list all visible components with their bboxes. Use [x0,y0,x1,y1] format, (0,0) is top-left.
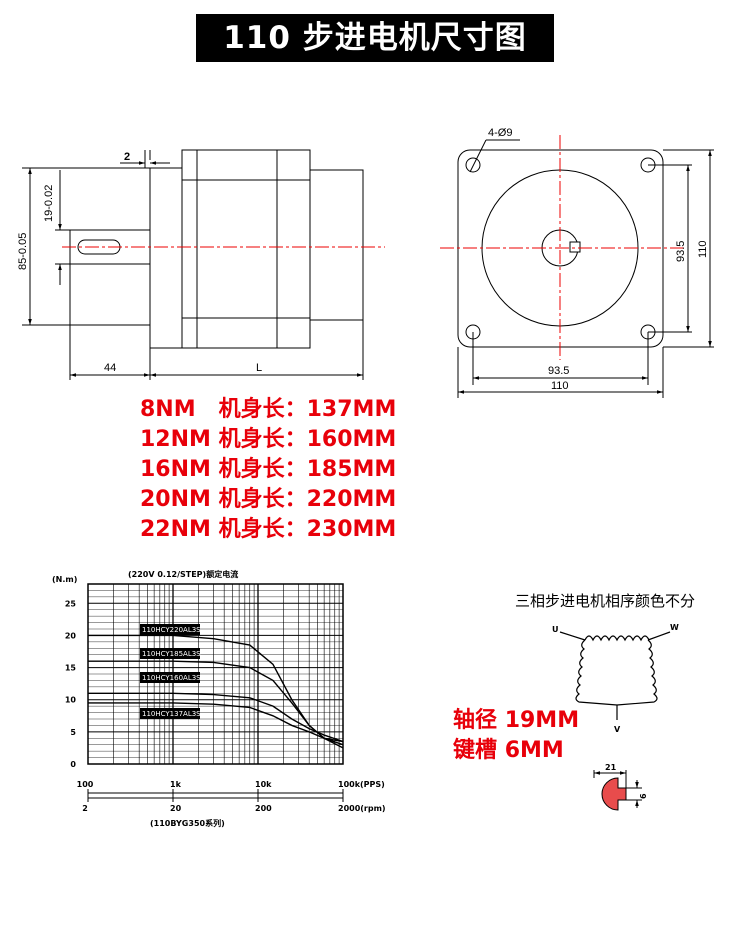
chart-legend-box [140,708,200,719]
dim-bolt-pitch-v: 93.5 [675,241,687,262]
chart-series-line [88,692,344,743]
spec-row: 22NM 机身长：230MM [140,517,397,542]
page-title: 110 步进电机尺寸图 [196,14,554,62]
phase-v-label: V [614,725,621,734]
chart-ytick-label: 20 [65,631,77,640]
chart-legend-label: 110HCY137AL3S [142,710,201,718]
hole-label: 4-Ø9 [488,127,512,139]
chart-xtick-rpm-label: 2 [82,804,88,813]
dim-body-length-label: L [256,362,262,374]
chart-legend-box [140,624,200,635]
dim-flange-label: 2 [124,151,130,163]
chart-legend-label: 110HCY220AL3S [142,626,201,634]
chart-legend-label: 110HCY160AL3S [142,674,201,682]
chart-series-lines [88,634,344,749]
chart-series-line [88,634,344,749]
side-view-drawing [22,149,385,380]
shaft-dim-6: 6 [639,793,648,799]
coil-uv [575,639,618,706]
front-key [569,241,581,253]
coil-wv [616,639,658,706]
dim-bolt-pitch-h: 93.5 [548,365,569,377]
chart-legend-label: 110HCY185AL3S [142,650,201,658]
chart-title: (220V 0.12/STEP)额定电流 [128,569,238,579]
chart-legend: 110HCY220AL3S 110HCY185AL3S 110HCY160AL3S 1… [140,624,201,719]
dim-size-h: 110 [551,380,569,392]
side-flange [149,167,183,349]
chart-ytick-label: 10 [65,696,77,705]
chart-xtick-rpm-label: 200 [255,804,272,813]
chart-xtick-rpm-label: 2000(rpm) [338,804,386,813]
spec-row: 12NM 机身长：160MM [140,427,397,452]
chart-xtick-pps-label: 1k [170,780,182,789]
chart-ytick-label: 0 [70,760,76,769]
chart-xtick-pps-label: 100 [77,780,94,789]
spec-row: 16NM 机身长：185MM [140,457,397,482]
chart-xtick-rpm-label: 20 [170,804,182,813]
spec-row: 20NM 机身长：220MM [140,487,397,512]
chart-legend-box [140,672,200,683]
dim-shaft-length-label: 44 [104,362,116,374]
chart-xtick-pps-label: 100k(PPS) [338,780,385,789]
coil-uw [584,635,650,642]
chart-ytick-label: 15 [65,664,77,673]
chart-ytick-label: 5 [70,728,76,737]
torque-chart: 110HCY220AL3S 110HCY185AL3S 110HCY160AL3S 1… [65,583,386,813]
chart-series-line [88,702,344,743]
dim-shaft-height-label: 19-0.02 [43,185,55,222]
shaft-key-text: 键槽 6MM [453,738,564,763]
phase-w-label: W [670,623,679,632]
shaft-section [601,777,627,811]
shaft-section-drawing [593,770,642,811]
dim-body-height-label: 85-0.05 [17,233,29,270]
chart-series-line [88,660,344,746]
front-view-drawing [440,135,714,398]
mount-hole-tl [465,157,481,173]
spec-list: 8NM 机身长：137MM 12NM 机身长：160MM 16NM 机身长：18… [140,395,396,545]
shaft-dim-21: 21 [605,763,617,772]
phase-wiring-diagram [559,631,671,720]
spec-row: 8NM 机身长：137MM [140,397,397,422]
chart-ytick-label: 25 [65,599,77,608]
chart-ticks: 0 5 10 15 20 25 100 2 1k 20 10k 200 100k(PPS) 2000(rp… [65,599,386,813]
side-rear-cap [309,169,364,321]
phase-diagram-title: 三相步进电机相序颜色不分 [515,592,696,610]
chart-grid [87,583,344,765]
phase-u-label: U [552,625,559,634]
chart-caption: (110BYG350系列) [150,818,225,828]
chart-ylabel: (N.m) [52,575,77,584]
shaft-diameter-text: 轴径 19MM [453,708,580,733]
chart-xtick-pps-label: 10k [255,780,272,789]
dim-size-v: 110 [697,240,709,258]
chart-legend-box [140,648,200,659]
